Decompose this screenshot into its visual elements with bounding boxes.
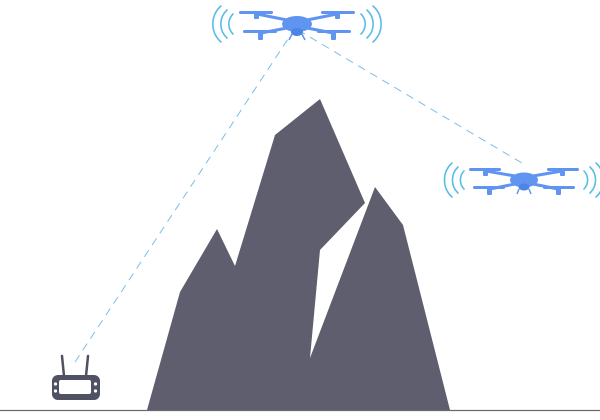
link-relay-drone-to-remote-drone [297, 29, 523, 164]
signal-waves-icon [443, 162, 600, 198]
drone-icon [212, 5, 382, 43]
remote-controller-icon [52, 354, 100, 400]
link-controller-to-relay-drone [74, 35, 291, 363]
mountain-icon [147, 99, 450, 410]
drone-icon [443, 162, 600, 198]
signal-waves-icon [212, 5, 382, 43]
